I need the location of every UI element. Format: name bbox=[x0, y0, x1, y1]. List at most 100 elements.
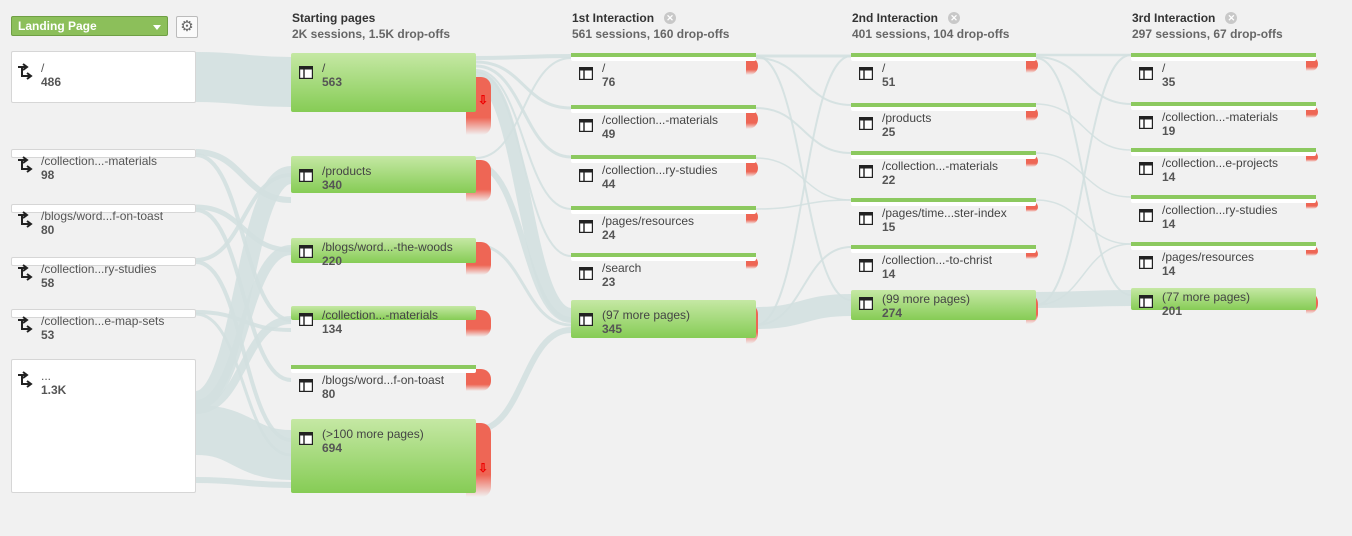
page-node-value: 35 bbox=[1162, 75, 1176, 89]
page-node-label: /collection...-to-christ bbox=[882, 253, 993, 267]
page-node-label: /collection...-materials bbox=[602, 113, 719, 127]
page-node[interactable]: /51 bbox=[851, 53, 1036, 89]
landing-page-value: 1.3K bbox=[41, 383, 67, 397]
page-node-value: 274 bbox=[882, 306, 903, 320]
dropoff-bar[interactable] bbox=[1026, 202, 1038, 212]
page-node[interactable]: (77 more pages)201 bbox=[1131, 288, 1316, 318]
landing-arrow-icon bbox=[18, 316, 33, 333]
page-node-value: 694 bbox=[322, 441, 343, 455]
page-icon bbox=[579, 313, 593, 326]
dropoff-bar[interactable] bbox=[746, 109, 758, 129]
close-icon[interactable]: ✕ bbox=[948, 12, 961, 24]
landing-page-box[interactable] bbox=[11, 51, 196, 103]
flow-path bbox=[474, 71, 573, 322]
landing-page-node[interactable]: /486 bbox=[11, 61, 211, 89]
close-icon[interactable]: ✕ bbox=[664, 12, 677, 24]
page-node-value: 14 bbox=[1162, 217, 1176, 231]
column-header-3: 3rd Interaction✕297 sessions, 67 drop-of… bbox=[1132, 11, 1283, 42]
page-icon bbox=[859, 117, 873, 130]
page-node-label: / bbox=[882, 61, 886, 75]
page-node-label: / bbox=[602, 61, 606, 75]
gear-icon[interactable]: ⚙ bbox=[176, 16, 198, 38]
landing-page-box[interactable] bbox=[11, 149, 196, 158]
page-node-label: (>100 more pages) bbox=[322, 427, 424, 441]
dropoff-arrow-icon: ⇩ bbox=[478, 461, 489, 475]
page-node-label: /collection...e-projects bbox=[1162, 156, 1279, 170]
page-icon bbox=[579, 267, 593, 280]
page-icon bbox=[859, 212, 873, 225]
column-title: 1st Interaction✕ bbox=[572, 11, 729, 26]
landing-page-box[interactable] bbox=[11, 257, 196, 266]
flow-path bbox=[475, 57, 572, 159]
page-node[interactable]: /35 bbox=[1131, 53, 1316, 89]
dropoff-bar[interactable] bbox=[1306, 199, 1318, 209]
page-icon bbox=[299, 245, 313, 258]
dropoff-bar[interactable] bbox=[746, 57, 758, 75]
landing-page-label: /collection...-materials bbox=[41, 154, 158, 168]
page-node-value: 563 bbox=[322, 75, 343, 89]
dropoff-bar[interactable] bbox=[1306, 246, 1318, 256]
landing-page-node[interactable]: ...1.3K bbox=[11, 369, 211, 397]
page-node[interactable]: /563 bbox=[291, 53, 476, 112]
landing-page-value: 80 bbox=[41, 223, 55, 237]
flow-path bbox=[195, 153, 292, 322]
page-icon bbox=[299, 313, 313, 326]
column-stats: 561 sessions, 160 drop-offs bbox=[572, 27, 730, 41]
column-stats: 2K sessions, 1.5K drop-offs bbox=[292, 27, 451, 41]
page-icon bbox=[299, 66, 313, 79]
flow-path bbox=[1035, 56, 1132, 105]
landing-page-box[interactable] bbox=[11, 359, 196, 493]
landing-page-box[interactable] bbox=[11, 204, 196, 213]
page-node[interactable]: (>100 more pages)694 bbox=[291, 419, 476, 493]
page-node-label: (97 more pages) bbox=[602, 308, 691, 322]
column-stats: 297 sessions, 67 drop-offs bbox=[1132, 27, 1283, 41]
landing-page-box[interactable] bbox=[11, 309, 196, 318]
close-icon[interactable]: ✕ bbox=[1225, 12, 1238, 24]
dropoff-bar[interactable] bbox=[1026, 249, 1038, 259]
page-icon bbox=[579, 119, 593, 132]
page-icon bbox=[859, 259, 873, 272]
column-title: 3rd Interaction✕ bbox=[1132, 11, 1283, 26]
dimension-dropdown[interactable]: Landing Page bbox=[11, 16, 168, 36]
flow-path bbox=[195, 52, 292, 107]
page-node-value: 15 bbox=[882, 220, 896, 234]
page-node-label: / bbox=[1162, 61, 1166, 75]
page-node[interactable]: /76 bbox=[571, 53, 756, 89]
flow-path bbox=[475, 162, 572, 323]
page-node-value: 19 bbox=[1162, 124, 1176, 138]
dropoff-bar[interactable] bbox=[1026, 57, 1038, 73]
flow-path bbox=[475, 54, 572, 60]
page-icon bbox=[859, 67, 873, 80]
page-node-label: /products bbox=[322, 164, 372, 178]
flow-path bbox=[755, 55, 852, 301]
dropoff-bar[interactable] bbox=[466, 369, 491, 391]
flow-path bbox=[195, 245, 292, 410]
page-node-value: 220 bbox=[322, 254, 343, 268]
page-node[interactable]: (97 more pages)345 bbox=[571, 300, 756, 338]
dropoff-bar[interactable] bbox=[746, 159, 758, 177]
dropoff-bar[interactable] bbox=[1306, 152, 1318, 162]
column-title: 2nd Interaction✕ bbox=[852, 11, 1009, 26]
page-node[interactable]: (99 more pages)274 bbox=[851, 290, 1036, 320]
